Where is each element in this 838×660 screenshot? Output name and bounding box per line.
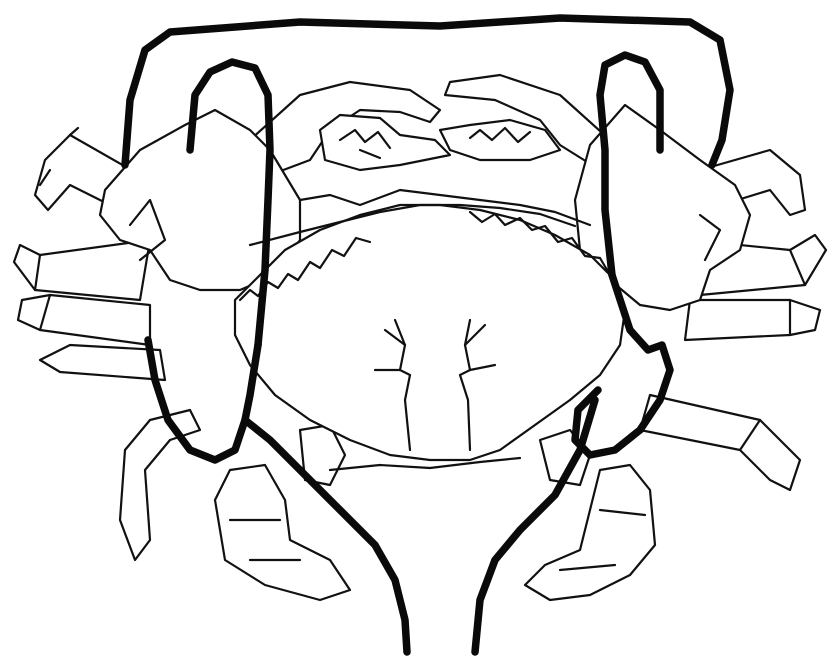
left-leg-2 xyxy=(18,295,150,345)
left-leg-1 xyxy=(14,240,150,300)
right-leg-2 xyxy=(685,300,820,340)
right-claw-pincer xyxy=(440,120,560,160)
left-back-leg-upper xyxy=(120,410,200,560)
claws xyxy=(250,75,610,175)
right-paddle xyxy=(525,465,655,600)
right-leg-back xyxy=(640,395,800,490)
